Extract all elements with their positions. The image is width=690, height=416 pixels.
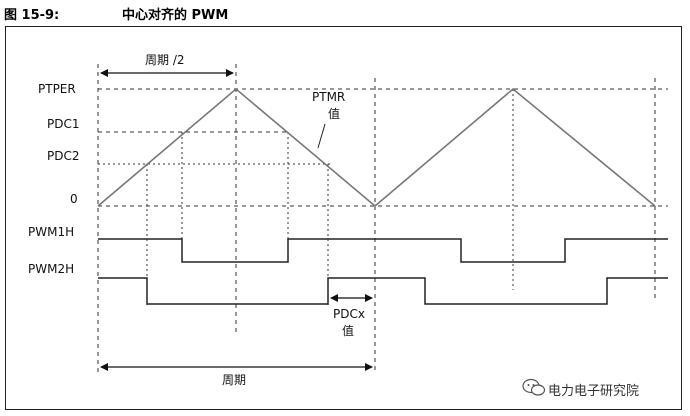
period-label: 周期 — [222, 373, 246, 387]
figure-number: 图 15-9: — [4, 8, 60, 23]
pdcx-value-label: 值 — [342, 323, 354, 338]
ptper-label: PTPER — [38, 82, 76, 96]
pdcx-label: PDCx — [333, 307, 365, 321]
figure-title: 图 15-9: 中心对齐的 PWM — [4, 4, 228, 23]
pwm1h-waveform — [98, 238, 668, 263]
ptmr-triangle-wave — [97, 87, 656, 208]
zero-label: 0 — [70, 192, 78, 206]
ptmr-label: PTMR — [312, 90, 345, 104]
pwm2h-label: PWM2H — [28, 262, 74, 276]
pwm2h-waveform — [98, 277, 668, 305]
figure-caption: 中心对齐的 PWM — [122, 8, 229, 23]
diagram-frame — [5, 26, 682, 410]
pdc1-label: PDC1 — [47, 117, 80, 131]
watermark-text: 电力电子研究院 — [548, 384, 640, 399]
wechat-icon — [522, 378, 546, 396]
half-period-label: 周期 /2 — [145, 53, 185, 67]
ptmr-pointer-line — [317, 123, 326, 149]
pdc2-label: PDC2 — [47, 149, 80, 163]
ptmr-value-label: 值 — [328, 106, 340, 121]
pwm1h-label: PWM1H — [28, 225, 74, 239]
